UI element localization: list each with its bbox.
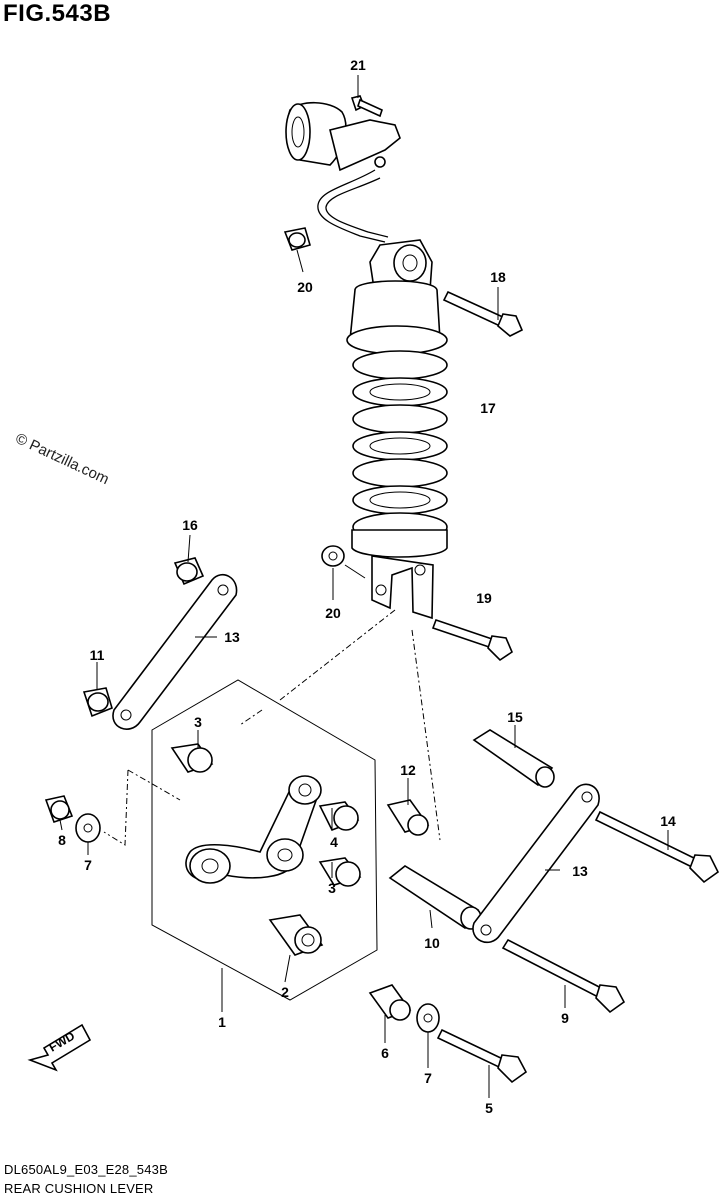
bearing-2[interactable]: [268, 914, 324, 956]
callout-2: 2: [281, 984, 289, 1000]
link-13-left[interactable]: [112, 574, 238, 730]
callout-4: 4: [330, 834, 338, 850]
lever-assembly-box: [151, 679, 378, 1001]
callout-16: 16: [182, 517, 198, 533]
bolt-9[interactable]: [501, 938, 626, 1014]
callout-1: 1: [218, 1014, 226, 1030]
callout-9: 9: [561, 1010, 569, 1026]
figure-code: DL650AL9_E03_E28_543B: [4, 1162, 168, 1177]
callout-3-top: 3: [194, 714, 202, 730]
callout-11: 11: [90, 647, 105, 663]
bolt-5[interactable]: [436, 1028, 528, 1084]
nut-8[interactable]: [44, 795, 74, 824]
callout-13-right: 13: [572, 863, 588, 879]
bearing-3-bottom[interactable]: [318, 857, 362, 887]
callout-5: 5: [485, 1100, 493, 1116]
shock-absorber[interactable]: [285, 101, 448, 620]
bolt-21[interactable]: [350, 95, 383, 118]
callout-20-upper: 20: [297, 279, 313, 295]
callout-7-left: 7: [84, 857, 92, 873]
callout-19: 19: [476, 590, 492, 606]
washer-20-upper[interactable]: [283, 227, 311, 251]
callout-20-lower: 20: [325, 605, 341, 621]
callout-12: 12: [400, 762, 416, 778]
bearing-4[interactable]: [318, 801, 360, 832]
fwd-arrow-icon: [27, 1023, 92, 1072]
spacer-15[interactable]: [472, 729, 555, 788]
bolt-14[interactable]: [594, 810, 720, 884]
collar-6[interactable]: [368, 984, 412, 1021]
spacer-12[interactable]: [386, 799, 430, 836]
callout-17: 17: [480, 400, 496, 416]
callout-numbers: 21 20 18 17 16 20 19 13 11 3 15 12 4 14 …: [58, 57, 676, 1116]
washer-7-right[interactable]: [416, 1003, 440, 1033]
washer-20-lower[interactable]: [321, 545, 345, 567]
callout-15: 15: [507, 709, 523, 725]
leader-lines: [59, 75, 669, 1098]
callout-13-left: 13: [224, 629, 240, 645]
figure-name: REAR CUSHION LEVER: [4, 1181, 154, 1196]
callout-7-right: 7: [424, 1070, 432, 1086]
bolt-19[interactable]: [431, 618, 513, 662]
nut-11[interactable]: [82, 687, 113, 718]
bearing-3-top[interactable]: [170, 743, 214, 773]
callout-10: 10: [424, 935, 440, 951]
callout-14: 14: [660, 813, 676, 829]
cushion-lever[interactable]: [185, 775, 322, 884]
collar-10[interactable]: [388, 865, 482, 930]
figure-title: FIG.543B: [3, 0, 112, 27]
callout-8: 8: [58, 832, 66, 848]
bolt-18[interactable]: [442, 290, 524, 337]
callout-21: 21: [350, 57, 366, 73]
callout-18: 18: [490, 269, 506, 285]
callout-3-bottom: 3: [328, 880, 336, 896]
nut-16[interactable]: [173, 557, 205, 586]
link-13-right[interactable]: [472, 783, 600, 944]
washer-7-left[interactable]: [75, 813, 101, 843]
callout-6: 6: [381, 1045, 389, 1061]
